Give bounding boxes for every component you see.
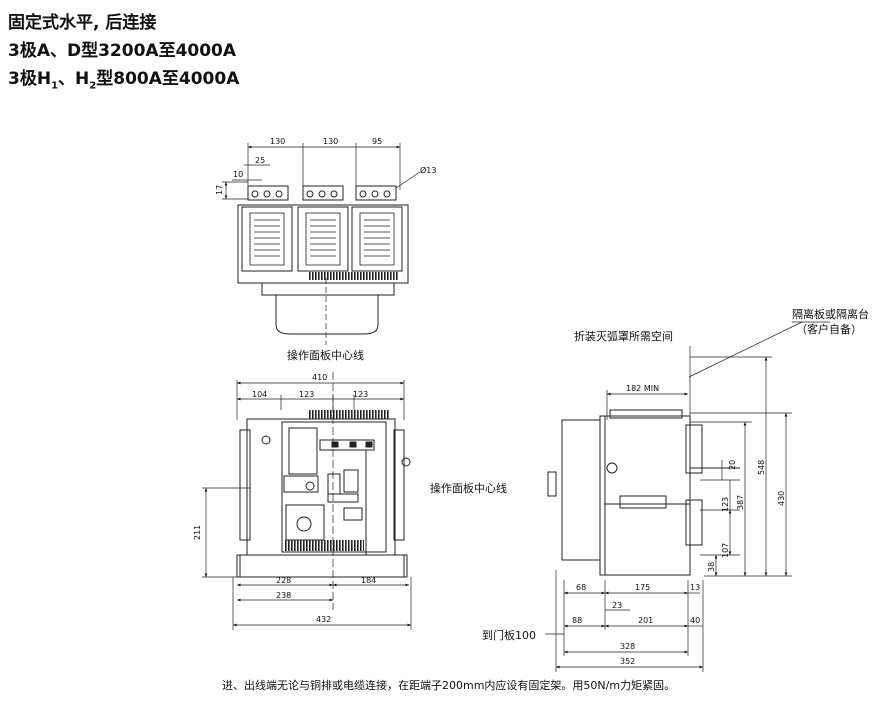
top-operating-mechanism	[275, 295, 379, 335]
dim-17: 17	[215, 185, 224, 195]
dim-201: 201	[638, 616, 653, 625]
front-right-bracket	[393, 429, 405, 541]
dim-228: 228	[276, 576, 291, 585]
dim-211: 211	[193, 525, 202, 540]
front-view-dim-text: 410 104 123 123 211 228 184 238 432	[193, 373, 376, 624]
title-line-1: 固定式水平, 后连接	[8, 13, 157, 33]
side-mid-plate	[619, 495, 667, 509]
dim-68: 68	[576, 583, 586, 592]
front-switch-2	[343, 469, 359, 493]
front-centerline-label: 操作面板中心线	[430, 481, 507, 495]
dim-387: 387	[736, 495, 745, 510]
top-pole-3	[351, 206, 403, 272]
dim-40: 40	[690, 616, 700, 625]
top-view	[222, 143, 421, 345]
dim-130-b: 130	[323, 137, 338, 146]
dim-13: 13	[690, 583, 700, 592]
side-view	[545, 321, 830, 672]
top-pole-2	[297, 206, 349, 272]
side-view-dimensions	[545, 356, 792, 672]
front-view	[202, 372, 412, 630]
dim-352: 352	[620, 657, 635, 666]
side-top-plate	[609, 409, 683, 419]
side-terminal-lower	[685, 499, 703, 546]
dim-25: 25	[255, 156, 265, 165]
top-view-dimensions	[222, 143, 421, 200]
front-vent	[308, 410, 390, 419]
top-pole-1	[241, 206, 293, 272]
front-base	[236, 554, 408, 578]
front-lower-panel	[285, 504, 325, 541]
top-centerline-label: 操作面板中心线	[287, 348, 364, 362]
partition-label-1: 隔离板或隔离台	[792, 307, 869, 321]
front-panel	[281, 421, 387, 553]
front-body	[246, 418, 396, 556]
top-vent	[308, 272, 398, 280]
dim-410: 410	[312, 373, 327, 382]
dim-20: 20	[728, 460, 737, 470]
dim-548: 548	[757, 460, 766, 475]
dim-88: 88	[572, 616, 582, 625]
front-switch-1	[327, 473, 341, 495]
dim-182-min: 182 MIN	[626, 384, 659, 393]
side-body	[599, 415, 691, 576]
dim-432: 432	[316, 615, 331, 624]
dim-123-a: 123	[299, 390, 314, 399]
dim-184: 184	[361, 576, 376, 585]
top-lower-plate	[261, 282, 395, 296]
top-pole-slots	[249, 212, 395, 266]
dim-123-side: 123	[721, 497, 730, 512]
side-view-text: 折装灭弧罩所需空间 隔离板或隔离台 （客户自备） 到门板100 182 MIN …	[482, 307, 869, 666]
top-terminals	[247, 185, 397, 201]
side-front-panel	[561, 419, 601, 561]
front-knob	[343, 507, 363, 521]
dim-104: 104	[252, 390, 267, 399]
side-handle	[547, 471, 557, 497]
front-button-bar	[319, 439, 375, 451]
title-line-3: 3极H1、H2型800A至4000A	[8, 69, 240, 92]
front-left-bracket	[239, 429, 251, 541]
dim-328: 328	[620, 642, 635, 651]
title-line-2: 3极A、D型3200A至4000A	[8, 41, 237, 61]
dim-130-a: 130	[270, 137, 285, 146]
front-indicator-box	[283, 475, 319, 493]
dim-23: 23	[612, 601, 622, 610]
dim-175: 175	[635, 583, 650, 592]
top-view-dim-text: 130 130 95 25 10 17 Ø13	[215, 137, 436, 195]
front-display	[288, 427, 318, 475]
front-view-dimensions	[202, 380, 412, 630]
dim-hole-13: Ø13	[420, 165, 436, 175]
front-lower-vent	[284, 540, 364, 551]
dim-95: 95	[372, 137, 382, 146]
partition-label-2: （客户自备）	[796, 322, 862, 336]
side-terminal-upper	[685, 424, 703, 474]
dim-238: 238	[276, 591, 291, 600]
footnote: 进、出线端无论与铜排或电缆连接，在距端子200mm内应设有固定架。用50N/m力…	[222, 679, 676, 692]
dim-430: 430	[777, 491, 786, 506]
side-bolt	[606, 462, 618, 474]
door-panel-label: 到门板100	[482, 628, 536, 642]
dim-107: 107	[721, 543, 730, 558]
dim-38: 38	[707, 562, 716, 572]
dim-123-b: 123	[353, 390, 368, 399]
dim-10: 10	[233, 170, 243, 179]
arc-chute-space-label: 折装灭弧罩所需空间	[574, 329, 673, 343]
